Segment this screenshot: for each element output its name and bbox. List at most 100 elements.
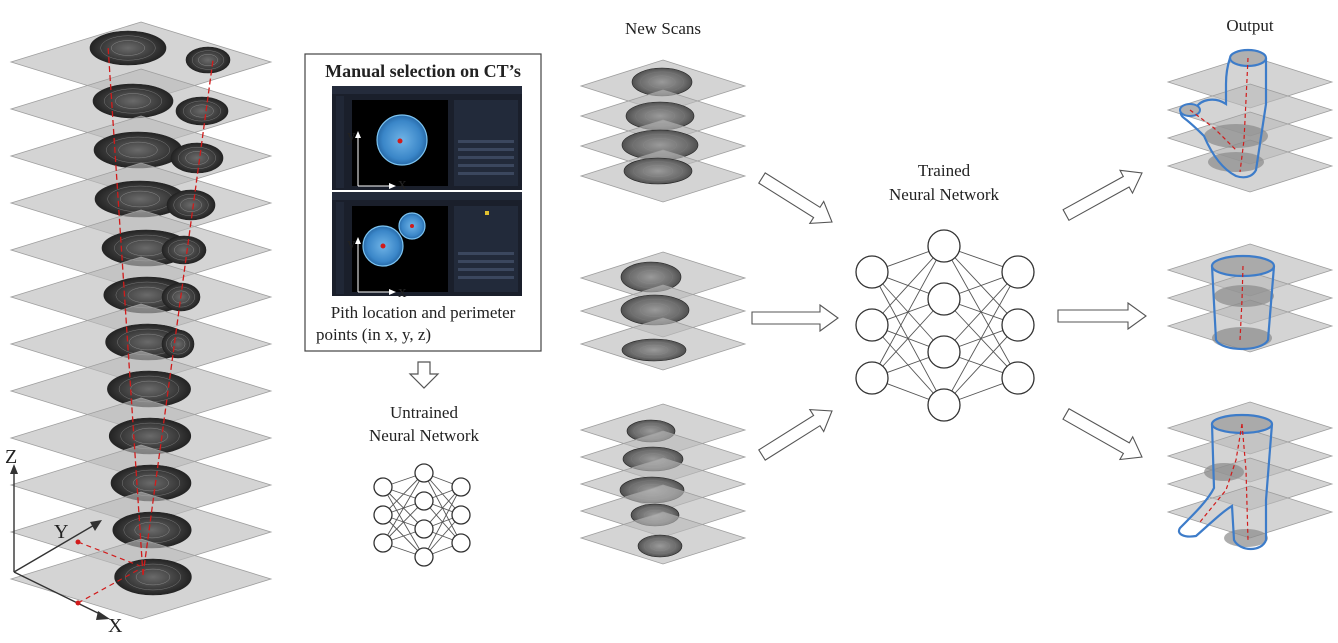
log-cross-section <box>621 129 699 161</box>
nn-edge <box>382 472 425 544</box>
axis-z-label: Z <box>5 446 17 468</box>
log-cross-section <box>185 46 231 74</box>
nn-node <box>373 533 393 553</box>
log-outline <box>1210 265 1276 350</box>
nn-node <box>373 505 393 525</box>
nn-edge <box>382 500 425 544</box>
slice-plane <box>1166 299 1334 353</box>
log-cross-section <box>1224 529 1268 547</box>
nn-edge <box>943 271 1019 353</box>
ct-x-label-2: x <box>398 282 407 301</box>
nn-node <box>414 519 434 539</box>
flow-arrow <box>751 303 839 333</box>
nn-node <box>927 335 961 369</box>
nn-node <box>373 477 393 497</box>
log-cross-section <box>161 235 207 265</box>
ct-x-label-1: x <box>398 174 407 193</box>
output-arrows <box>1057 169 1147 461</box>
nn-node <box>414 547 434 567</box>
ct-screenshot-2 <box>332 192 522 296</box>
trained-neural-network <box>855 229 1035 422</box>
log-cross-section <box>1212 327 1272 349</box>
log-cross-section <box>1214 285 1274 307</box>
input-arrows <box>751 172 839 461</box>
nn-edge <box>871 245 945 379</box>
nn-connections <box>871 245 1019 406</box>
pith-line <box>142 59 214 576</box>
log-cross-section <box>110 464 192 502</box>
log-outline <box>1177 423 1274 551</box>
log-cross-section <box>92 83 174 119</box>
ct-y-label-2: y <box>347 234 356 253</box>
nn-edge <box>423 486 462 558</box>
untrained-label-line-2: Neural Network <box>369 426 479 445</box>
nn-node <box>451 533 471 553</box>
log-cross-section <box>637 534 683 558</box>
ct-slice-stack <box>9 21 273 620</box>
pith-line <box>1241 423 1249 541</box>
flow-arrow <box>758 172 833 225</box>
nn-node <box>927 229 961 263</box>
trained-label-line-2: Neural Network <box>889 185 999 204</box>
nn-edge <box>382 472 425 516</box>
nn-node <box>451 477 471 497</box>
flow-arrow <box>1062 169 1143 222</box>
pith-lines <box>107 45 214 576</box>
axis-x-label: X <box>108 615 123 637</box>
nn-node <box>855 308 889 342</box>
nn-node <box>451 505 471 525</box>
log-cross-section <box>621 338 687 362</box>
log-cross-section <box>1204 463 1244 481</box>
pith-line <box>1199 423 1243 523</box>
nn-connections <box>382 472 462 558</box>
output-stack-2 <box>1166 243 1334 353</box>
log-cross-section <box>89 30 167 66</box>
nn-node <box>927 282 961 316</box>
log-cross-section <box>175 96 229 126</box>
log-cross-section <box>623 157 693 185</box>
trained-label-line-1: Trained <box>918 161 971 180</box>
pith-line <box>1239 57 1249 173</box>
nn-node <box>414 491 434 511</box>
new-scan-stack-3 <box>579 403 747 565</box>
new-scan-stack-2 <box>579 251 747 371</box>
pith-line <box>107 45 144 576</box>
nn-edge <box>871 245 945 326</box>
nn-node <box>1001 361 1035 395</box>
log-cross-section <box>170 142 224 174</box>
manual-caption-line-1: Pith location and perimeter <box>331 303 516 322</box>
log-cross-section <box>161 329 195 359</box>
ct-y-label-1: y <box>347 126 356 145</box>
manual-selection-title: Manual selection on CT’s <box>325 61 521 81</box>
down-arrow <box>408 361 440 389</box>
nn-node <box>927 388 961 422</box>
flow-arrow <box>1057 301 1147 331</box>
ct-screenshot-1 <box>332 86 522 190</box>
untrained-label-line-1: Untrained <box>390 403 458 422</box>
log-cross-section <box>114 558 192 596</box>
nn-node <box>855 255 889 289</box>
pith-line <box>1189 109 1237 151</box>
nn-edge <box>943 324 1019 406</box>
nn-node <box>1001 308 1035 342</box>
flow-arrow <box>1062 408 1143 461</box>
flow-arrow <box>758 408 833 461</box>
new-scans-title: New Scans <box>625 19 701 38</box>
log-cross-section <box>166 189 216 221</box>
log-outline <box>1179 57 1268 179</box>
output-stack-3 <box>1166 401 1334 551</box>
nn-node <box>1001 255 1035 289</box>
manual-selection-panel: Manual selection on CT’s y x <box>304 53 542 352</box>
new-scan-stack-1 <box>579 59 747 203</box>
log-cross-section <box>1204 124 1268 148</box>
log-cross-section <box>93 131 183 169</box>
output-stack-1 <box>1166 48 1334 193</box>
axis-y-label: Y <box>54 521 68 543</box>
xyz-axes: Z Y X <box>5 446 141 637</box>
nn-edge <box>871 298 945 379</box>
nn-edge <box>943 271 1019 406</box>
untrained-neural-network <box>373 463 471 567</box>
nn-node <box>855 361 889 395</box>
